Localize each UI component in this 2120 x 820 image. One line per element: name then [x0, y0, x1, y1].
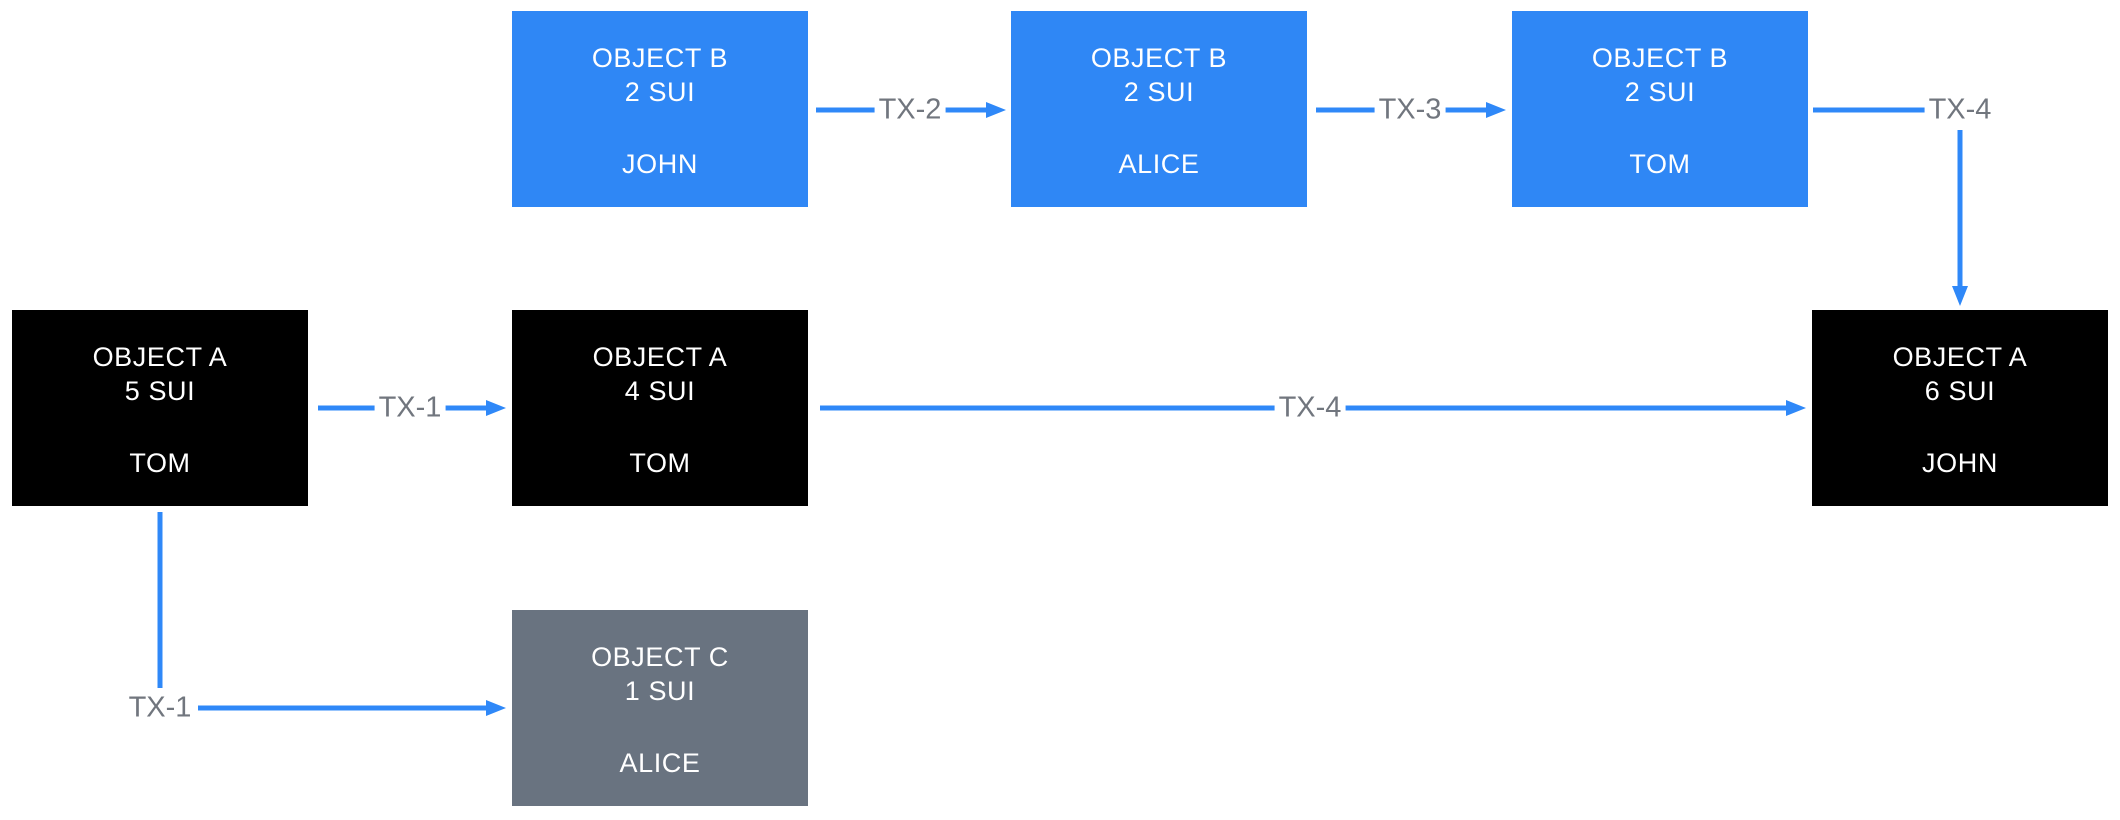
node-title: OBJECT B — [1591, 43, 1729, 73]
node-title: OBJECT A — [1892, 342, 2028, 372]
edge-label-tx4-top: TX-4 — [1924, 93, 1996, 127]
node-amount: 4 SUI — [624, 376, 696, 406]
node-amount: 2 SUI — [1624, 77, 1696, 107]
node-owner: ALICE — [1118, 149, 1200, 179]
node-owner: TOM — [129, 448, 191, 478]
node-owner: TOM — [1629, 149, 1691, 179]
node-object-a-6-john: OBJECT A 6 SUI JOHN — [1812, 310, 2108, 506]
node-title: OBJECT C — [591, 642, 729, 672]
node-title: OBJECT B — [591, 43, 729, 73]
edge-label-tx2: TX-2 — [874, 93, 946, 127]
node-amount: 2 SUI — [624, 77, 696, 107]
edge-label-tx3: TX-3 — [1374, 93, 1446, 127]
node-title: OBJECT B — [1090, 43, 1228, 73]
node-object-b-tom: OBJECT B 2 SUI TOM — [1512, 11, 1808, 207]
node-object-b-john: OBJECT B 2 SUI JOHN — [512, 11, 808, 207]
node-amount: 6 SUI — [1924, 376, 1996, 406]
node-object-c-alice: OBJECT C 1 SUI ALICE — [512, 610, 808, 806]
node-amount: 1 SUI — [624, 676, 696, 706]
node-amount: 2 SUI — [1123, 77, 1195, 107]
node-title: OBJECT A — [92, 342, 228, 372]
edge-label-tx1-bottom: TX-1 — [124, 691, 196, 725]
edge-label-tx1-mid: TX-1 — [374, 391, 446, 425]
node-owner: JOHN — [622, 149, 698, 179]
node-object-b-alice: OBJECT B 2 SUI ALICE — [1011, 11, 1307, 207]
node-owner: JOHN — [1922, 448, 1998, 478]
node-object-a-5-tom: OBJECT A 5 SUI TOM — [12, 310, 308, 506]
node-owner: TOM — [629, 448, 691, 478]
node-owner: ALICE — [619, 748, 701, 778]
node-object-a-4-tom: OBJECT A 4 SUI TOM — [512, 310, 808, 506]
edge-label-tx4-mid: TX-4 — [1274, 391, 1346, 425]
node-title: OBJECT A — [592, 342, 728, 372]
node-amount: 5 SUI — [124, 376, 196, 406]
